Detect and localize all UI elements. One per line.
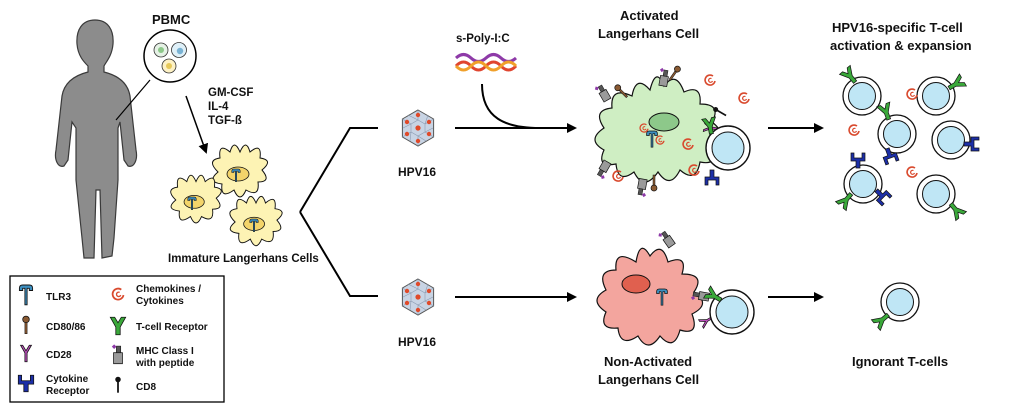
hpv16-virus-bottom [401, 278, 435, 316]
nonactivated-label-1: Non-Activated [604, 354, 692, 369]
legend-cd80-label: CD80/86 [46, 322, 86, 333]
cytokine-label-2: IL-4 [208, 101, 229, 113]
legend: TLR3 CD80/86 CD28 Cytokine Receptor Chem… [9, 275, 225, 403]
legend-chemokine-label-1: Chemokines / [136, 284, 201, 295]
poly-ic-strands [454, 53, 518, 72]
hpv-top-label: HPV16 [398, 165, 436, 179]
legend-mhc-label-2: with peptide [135, 358, 195, 369]
immature-langerhans-cells [170, 144, 283, 247]
cytokine-label-3: TGF-ß [208, 115, 242, 127]
nonactivated-label-2: Langerhans Cell [598, 372, 699, 387]
adjuvant-label: s-Poly-I:C [456, 33, 510, 45]
legend-mhc-label-1: MHC Class I [136, 346, 194, 357]
expansion-label-2: activation & expansion [830, 38, 972, 53]
pbmc-label: PBMC [152, 12, 191, 27]
legend-cytokine-receptor-label-2: Receptor [46, 386, 89, 397]
ignorant-label: Ignorant T-cells [852, 354, 948, 369]
legend-cd28-label: CD28 [46, 350, 72, 361]
immature-label: Immature Langerhans Cells [168, 253, 319, 265]
legend-tlr3-label: TLR3 [46, 292, 71, 303]
hpv16-virus-top [401, 109, 435, 147]
ignorant-tcell [871, 282, 920, 331]
legend-cd8-label: CD8 [136, 382, 156, 393]
legend-mhc-icon [111, 343, 123, 365]
nonactivated-langerhans-cell [596, 228, 755, 346]
differentiation-arrow [185, 95, 209, 154]
pbmc-callout [115, 29, 197, 121]
legend-tcr-label: T-cell Receptor [136, 322, 208, 333]
legend-chemokine-label-2: Cytokines [136, 296, 184, 307]
activated-label-1: Activated [620, 8, 679, 23]
cytokine-label-1: GM-CSF [208, 87, 253, 99]
branch-lines [299, 127, 378, 297]
hpv-bottom-label: HPV16 [398, 335, 436, 349]
legend-cytokine-receptor-label-1: Cytokine [46, 374, 89, 385]
human-silhouette [54, 19, 138, 259]
adjuvant-arrow [481, 83, 541, 129]
activated-langerhans-cell [593, 64, 751, 198]
activated-label-2: Langerhans Cell [598, 26, 699, 41]
expansion-label-1: HPV16-specific T-cell [832, 20, 963, 35]
expanded-tcells [835, 65, 980, 221]
